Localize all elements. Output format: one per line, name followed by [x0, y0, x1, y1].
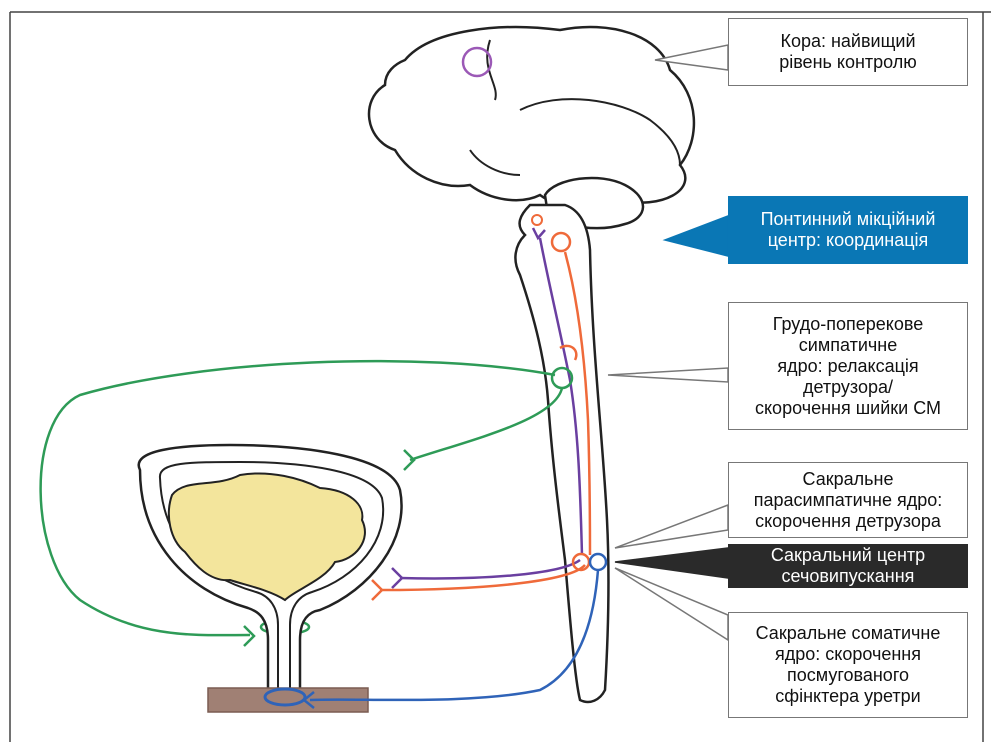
pointer-sacral-center — [615, 548, 728, 578]
parasympathetic-terminal — [392, 568, 402, 588]
label-sacral-parasympathetic: Сакральне парасимпатичне ядро: скороченн… — [728, 462, 968, 538]
sympathetic-fiber-to-bladder — [410, 388, 562, 460]
sympathetic-terminal — [404, 450, 414, 470]
sacral-orange-terminal — [372, 580, 382, 600]
pointer-sacral-somatic — [615, 568, 728, 640]
pointer-sacral-para — [615, 505, 728, 548]
label-sacral-somatic: Сакральне соматичне ядро: скорочення пос… — [728, 612, 968, 718]
label-pontine-micturition-center: Понтинний мікційний центр: координація — [728, 196, 968, 264]
label-sacral-micturition-center: Сакральний центр сечовипускання — [728, 544, 968, 588]
pointer-thoracolumbar — [608, 368, 728, 382]
label-cortex: Кора: найвищий рівень контролю — [728, 18, 968, 86]
parasympathetic-fiber — [400, 560, 580, 578]
brainstem-spinal-cord — [515, 205, 608, 702]
label-thoracolumbar-sympathetic: Грудо-поперекове симпатичне ядро: релакс… — [728, 302, 968, 430]
pointer-pontine — [665, 216, 728, 256]
